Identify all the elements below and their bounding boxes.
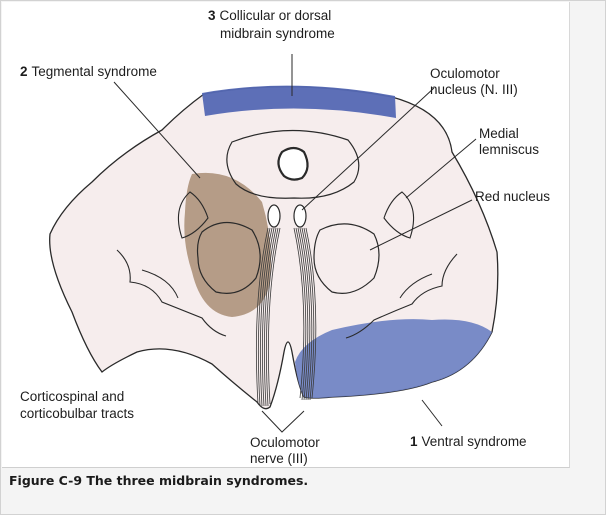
label-collicular-syndrome-line2: midbrain syndrome: [220, 26, 335, 41]
leader-oculomotor-nerve: [262, 411, 304, 432]
label-oculomotor-nucleus-line2: nucleus (N. III): [430, 82, 518, 97]
oculomotor-nucleus-left: [268, 205, 280, 227]
label-oculomotor-nucleus: Oculomotor: [430, 66, 500, 81]
cerebral-aqueduct: [278, 148, 307, 180]
label-medial-lemniscus-line2: lemniscus: [479, 142, 539, 157]
label-medial-lemniscus: Medial: [479, 126, 519, 141]
label-oculomotor-nerve-line2: nerve (III): [250, 451, 308, 466]
label-corticospinal: Corticospinal and: [20, 389, 124, 404]
leader-ventral: [422, 400, 442, 426]
figure-caption: Figure C-9 The three midbrain syndromes.: [9, 473, 308, 488]
label-red-nucleus: Red nucleus: [475, 189, 550, 204]
label-oculomotor-nerve: Oculomotor: [250, 435, 320, 450]
label-corticospinal-line2: corticobulbar tracts: [20, 406, 134, 421]
